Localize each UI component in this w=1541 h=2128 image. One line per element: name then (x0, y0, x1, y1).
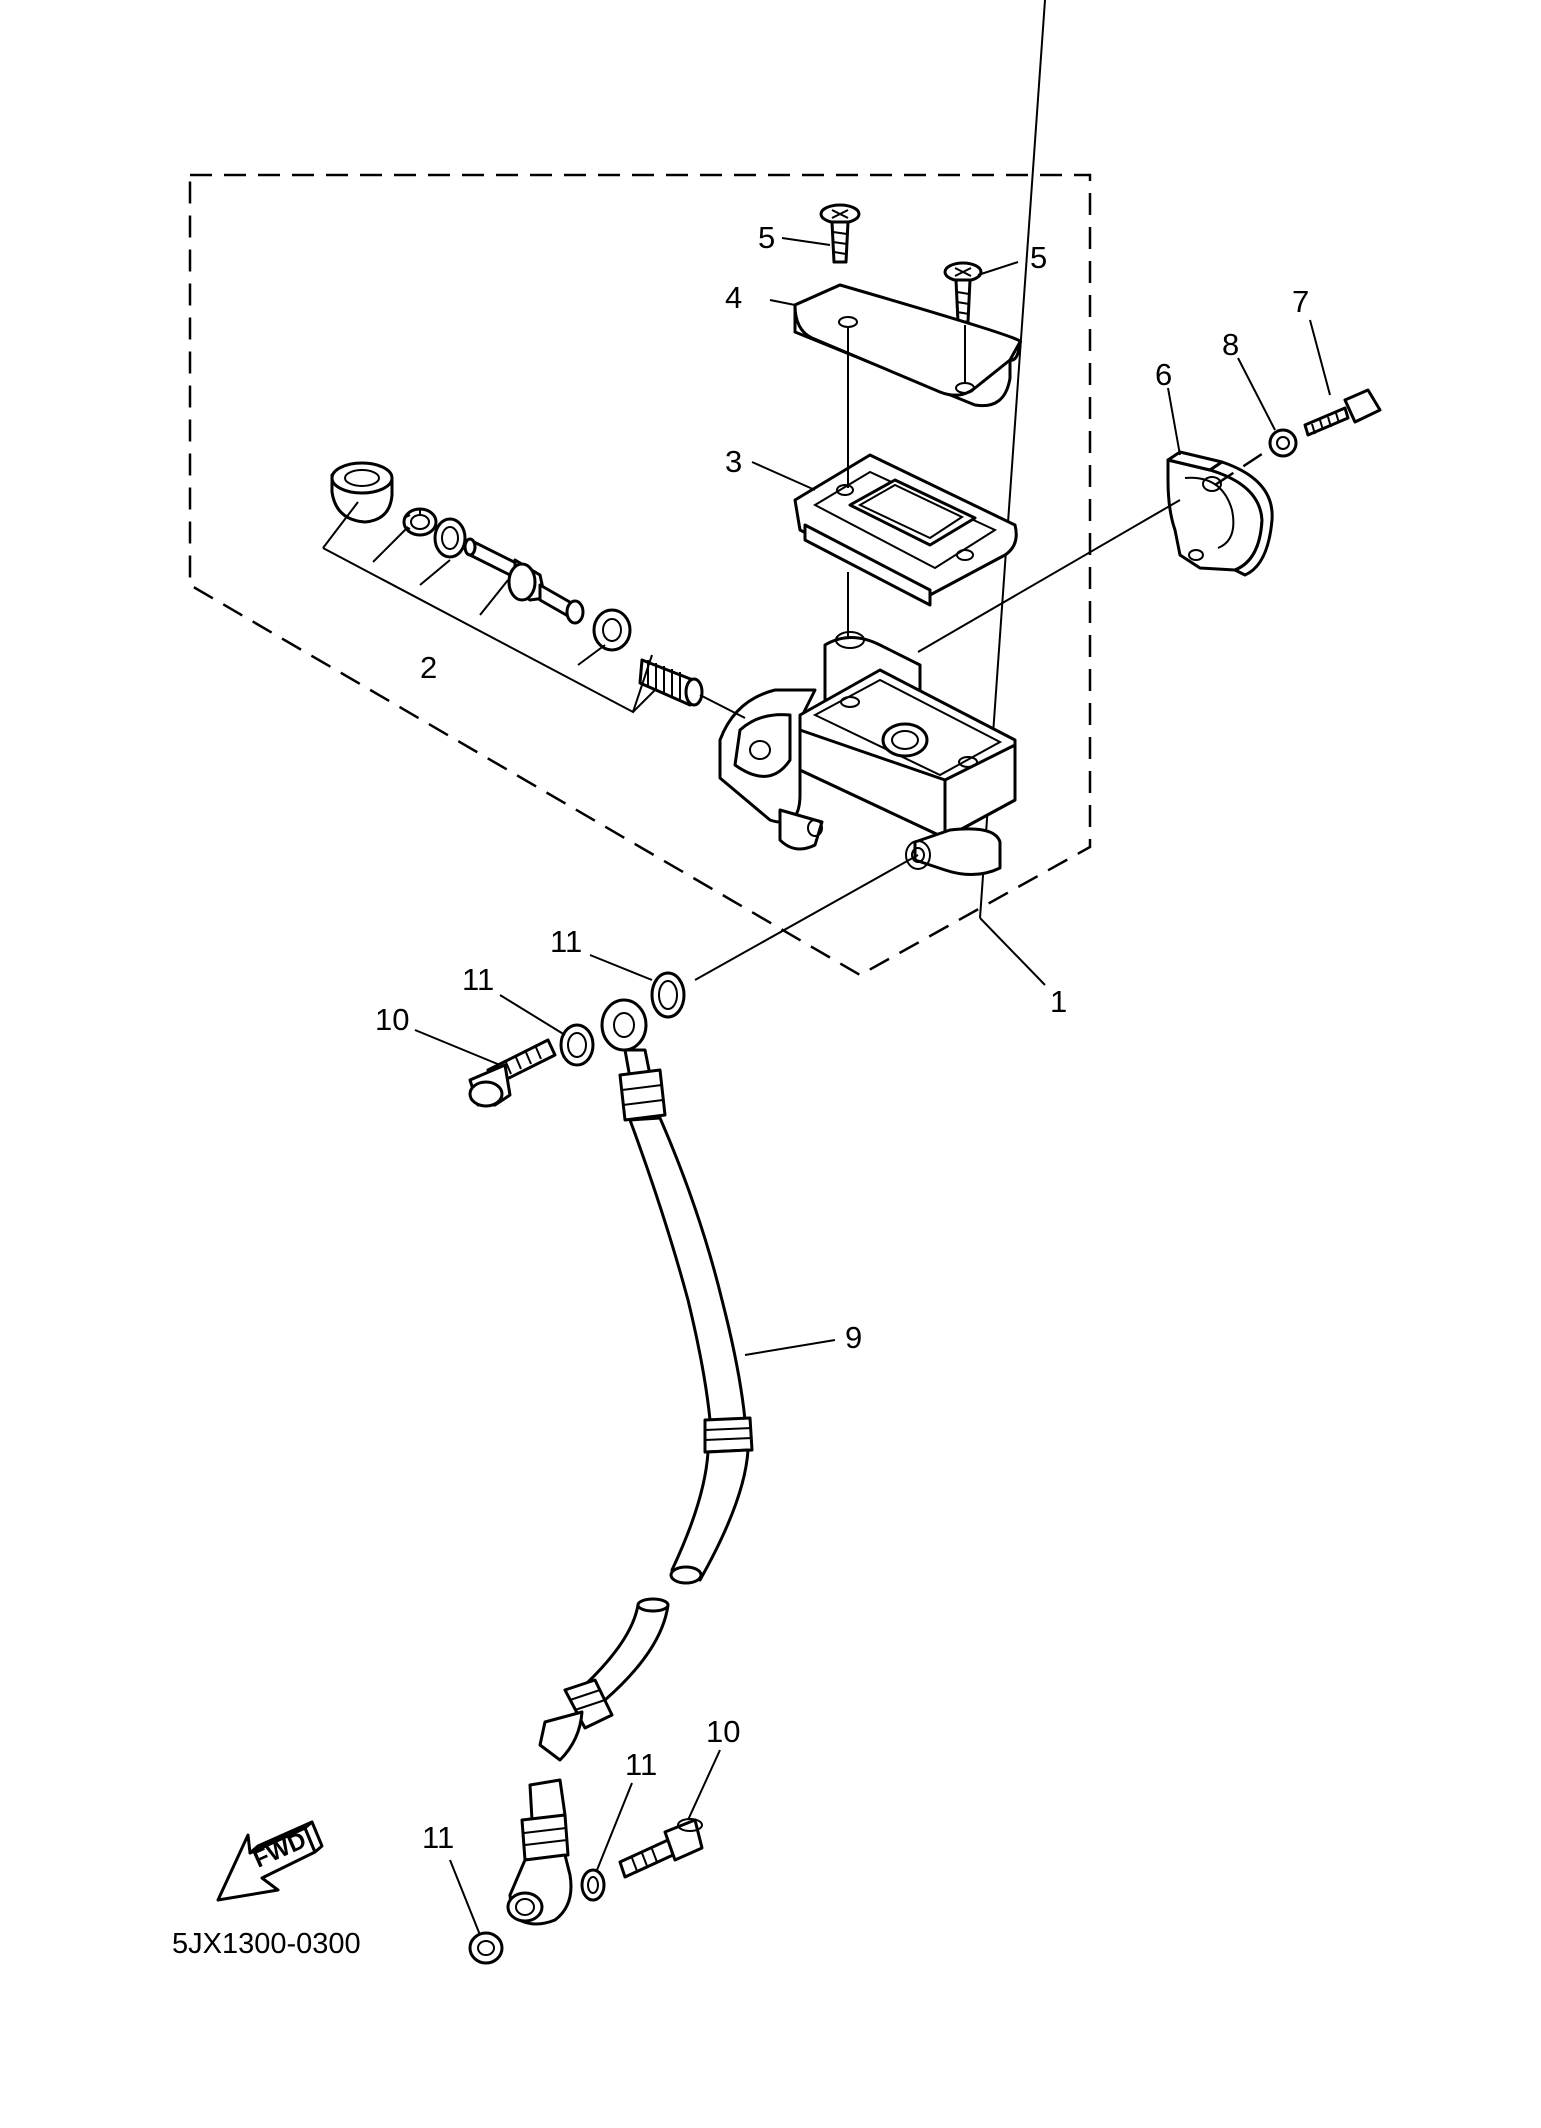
leader-11b (499, 994, 566, 1036)
bolt-10-upper (468, 1038, 557, 1108)
washer-11-lower-right (580, 1868, 606, 1902)
leader-4 (769, 299, 796, 306)
washer-11-lower-left (468, 1931, 504, 1965)
washer-8 (1268, 428, 1298, 458)
screw-5-left (819, 203, 861, 264)
piston-kit-2 (330, 461, 704, 707)
callout-2: 2 (420, 650, 437, 685)
callout-4: 4 (725, 280, 742, 315)
leader-7 (1309, 319, 1331, 396)
leader-3 (751, 461, 816, 491)
bolt-7 (1303, 388, 1382, 437)
screw-5-right (943, 261, 983, 324)
leader-8 (1237, 357, 1276, 431)
callout-9: 9 (845, 1320, 862, 1355)
assembly-boundary (188, 173, 1092, 977)
fwd-arrow-icon: FWD (216, 1820, 324, 1902)
leader-11d (596, 1782, 633, 1871)
leader-10b (687, 1749, 721, 1821)
leader-11c (449, 1859, 481, 1936)
bracket-6 (1166, 450, 1274, 577)
callout-11-upper-left: 11 (462, 962, 494, 997)
leader-5a (781, 237, 831, 246)
leader-5b (977, 261, 1019, 276)
callout-5-left: 5 (758, 220, 775, 255)
callout-10-upper: 10 (375, 1002, 409, 1037)
leader-11a (589, 954, 653, 981)
callout-11-lower-right: 11 (625, 1747, 657, 1782)
callout-7: 7 (1292, 284, 1309, 319)
leader-10a (414, 1029, 501, 1066)
callout-1: 1 (1050, 984, 1067, 1019)
callout-3: 3 (725, 444, 742, 479)
washer-11-upper-left (559, 1023, 595, 1067)
brake-hose-9 (506, 998, 754, 1926)
callout-8: 8 (1222, 327, 1239, 362)
callout-11-lower-left: 11 (422, 1820, 454, 1855)
leader-9 (744, 1339, 836, 1356)
diaphragm-3 (793, 453, 1018, 607)
washer-11-upper-right (650, 971, 686, 1019)
leader-6 (1167, 387, 1181, 456)
callout-11-upper-right: 11 (550, 924, 582, 959)
master-cylinder-body (718, 631, 1017, 876)
reservoir-cover-4 (793, 283, 1022, 408)
bolt-10-lower (618, 1818, 704, 1879)
callout-10-lower: 10 (706, 1714, 740, 1749)
callout-5-right: 5 (1030, 240, 1047, 275)
callout-6: 6 (1155, 357, 1172, 392)
diagram-code: 5JX1300-0300 (172, 1928, 361, 1960)
